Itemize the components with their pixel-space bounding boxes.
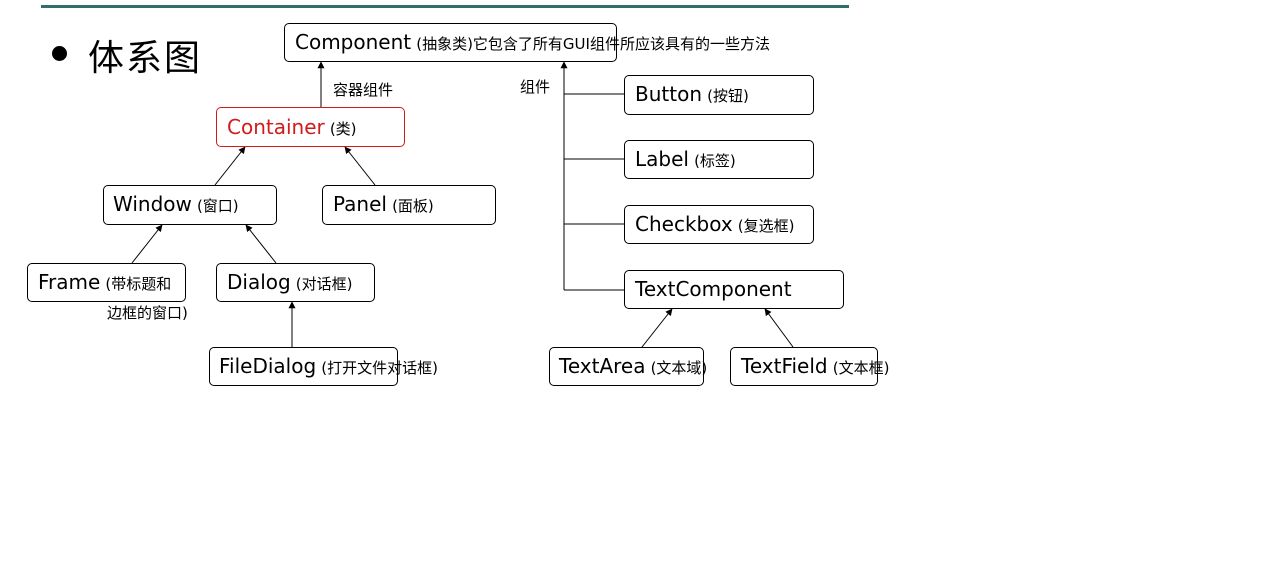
node-button-note: (按钮) — [707, 87, 749, 105]
node-textarea-name: TextArea — [559, 354, 646, 378]
node-frame-text: Frame (带标题和 — [38, 270, 171, 294]
node-label-text: Label (标签) — [635, 147, 736, 171]
node-label-name: Label — [635, 147, 689, 171]
node-container-name: Container — [227, 115, 325, 139]
node-label-note: (标签) — [694, 152, 736, 170]
node-frame-note-line2: 边框的窗口) — [107, 304, 188, 322]
node-component — [284, 23, 617, 62]
node-checkbox-note: (复选框) — [737, 217, 795, 235]
node-panel-name: Panel — [333, 192, 387, 216]
node-textfield-name: TextField — [741, 354, 828, 378]
node-checkbox — [624, 205, 814, 244]
edge-window-container — [214, 146, 246, 186]
node-button-name: Button — [635, 82, 702, 106]
node-frame-name: Frame — [38, 270, 101, 294]
node-panel-text: Panel (面板) — [333, 192, 434, 216]
node-textcomponent-text: TextComponent — [635, 277, 792, 301]
node-window — [103, 185, 277, 225]
node-textarea-note: (文本域) — [650, 359, 708, 377]
node-dialog-name: Dialog — [227, 270, 291, 294]
node-component-text: Component (抽象类)它包含了所有GUI组件所应该具有的一些方法 — [295, 30, 770, 54]
slide-heading: 体系图 — [88, 38, 203, 79]
node-label — [624, 140, 814, 179]
node-panel — [322, 185, 496, 225]
node-window-note: (窗口) — [196, 197, 239, 215]
node-component-note: (抽象类)它包含了所有GUI组件所应该具有的一些方法 — [416, 35, 770, 53]
node-container-text: Container (类) — [227, 115, 357, 139]
node-frame — [27, 263, 186, 302]
node-container — [216, 107, 405, 147]
edge-label-component: 组件 — [520, 78, 551, 96]
node-textfield-note: (文本框) — [832, 359, 890, 377]
node-textarea-text: TextArea (文本域) — [559, 354, 707, 378]
node-dialog — [216, 263, 375, 302]
node-filedialog-note: (打开文件对话框) — [321, 359, 438, 377]
node-dialog-note: (对话框) — [295, 275, 353, 293]
node-checkbox-name: Checkbox — [635, 212, 733, 236]
node-container-note: (类) — [329, 120, 357, 138]
node-panel-note: (面板) — [392, 197, 434, 215]
node-filedialog-name: FileDialog — [219, 354, 317, 378]
edge-dialog-window — [245, 224, 277, 264]
node-textcomponent — [624, 270, 844, 309]
node-component-name: Component — [295, 30, 412, 54]
node-filedialog-text: FileDialog (打开文件对话框) — [219, 354, 438, 378]
edge-textarea-textcomponent — [641, 308, 673, 348]
edge-textfield-textcomponent — [764, 308, 794, 348]
node-window-name: Window — [113, 192, 192, 216]
edge-frame-window — [131, 224, 163, 264]
node-filedialog — [209, 347, 398, 386]
node-textarea — [549, 347, 704, 386]
bullet-icon — [52, 46, 67, 61]
edge-label-container: 容器组件 — [333, 81, 394, 99]
title-rule — [41, 5, 849, 8]
node-frame-note: (带标题和 — [105, 275, 172, 293]
node-window-text: Window (窗口) — [113, 192, 239, 216]
node-textcomponent-name: TextComponent — [635, 277, 792, 301]
node-button — [624, 75, 814, 115]
node-button-text: Button (按钮) — [635, 82, 749, 106]
edge-panel-container — [344, 146, 376, 186]
node-dialog-text: Dialog (对话框) — [227, 270, 353, 294]
node-textfield-text: TextField (文本框) — [741, 354, 889, 378]
node-textfield — [730, 347, 878, 386]
node-checkbox-text: Checkbox (复选框) — [635, 212, 795, 236]
